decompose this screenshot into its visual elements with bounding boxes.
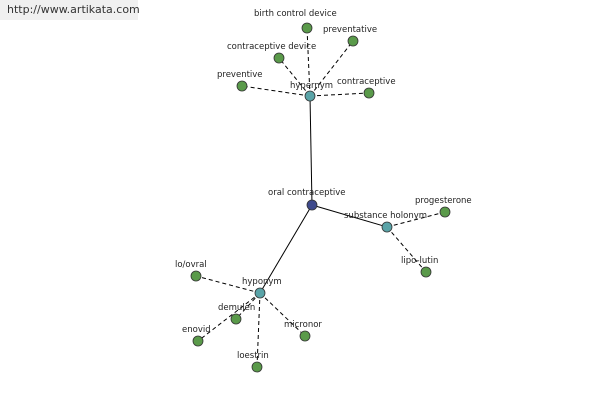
edge-hypernym-bcd (306, 27, 311, 97)
edge-hypernym-contraceptive (309, 92, 370, 97)
node-hypernym[interactable] (304, 90, 316, 102)
node-label-hypernym[interactable]: hypernym (290, 81, 333, 91)
node-loovral[interactable] (190, 270, 202, 282)
node-label-loestrin[interactable]: loestrin (237, 351, 269, 361)
edges-layer (195, 27, 446, 368)
node-preventive[interactable] (236, 80, 248, 92)
edge-hyponym-enovid (197, 292, 261, 342)
edge-hypernym-cdevice (278, 57, 311, 97)
node-label-demulen[interactable]: demulen (218, 303, 255, 313)
watermark-link[interactable]: http://www.artikata.com (0, 0, 140, 20)
node-lipolutin[interactable] (420, 266, 432, 278)
node-label-preventive[interactable]: preventive (217, 70, 263, 80)
edge-hypernym-preventative (309, 40, 354, 97)
node-label-hyponym[interactable]: hyponym (242, 277, 282, 287)
node-cdevice[interactable] (273, 52, 285, 64)
nodes-layer (190, 22, 451, 373)
edge-center-substance (311, 204, 388, 228)
node-label-center[interactable]: oral contraceptive (268, 188, 346, 198)
edge-hyponym-demulen (235, 292, 261, 320)
labels-layer: oral contraceptive hypernym substance holo… (175, 9, 472, 361)
node-center[interactable] (306, 199, 318, 211)
node-micronor[interactable] (299, 330, 311, 342)
node-contraceptive[interactable] (363, 87, 375, 99)
node-demulen[interactable] (230, 313, 242, 325)
node-label-bcd[interactable]: birth control device (254, 9, 337, 19)
node-label-cdevice[interactable]: contraceptive device (227, 42, 316, 52)
node-hyponym[interactable] (254, 287, 266, 299)
edge-hypernym-preventive (241, 85, 311, 97)
node-label-loovral[interactable]: lo/ovral (175, 260, 207, 270)
node-label-contraceptive[interactable]: contraceptive (337, 77, 396, 87)
edge-substance-progesterone (386, 211, 446, 228)
node-label-micronor[interactable]: micronor (284, 320, 322, 330)
node-bcd[interactable] (301, 22, 313, 34)
node-progesterone[interactable] (439, 206, 451, 218)
edge-substance-lipolutin (386, 226, 427, 273)
node-substance[interactable] (381, 221, 393, 233)
node-preventative[interactable] (347, 35, 359, 47)
edge-center-hyponym (259, 204, 313, 294)
edge-hyponym-micronor (259, 292, 306, 337)
node-label-substance[interactable]: substance holonym (344, 211, 427, 221)
edge-hyponym-loestrin (256, 292, 261, 368)
node-label-preventative[interactable]: preventative (323, 25, 377, 35)
node-label-lipolutin[interactable]: lipo-lutin (401, 256, 438, 266)
node-loestrin[interactable] (251, 361, 263, 373)
node-label-progesterone[interactable]: progesterone (415, 196, 472, 206)
node-label-enovid[interactable]: enovid (182, 325, 211, 335)
edge-center-hypernym (309, 95, 313, 206)
node-enovid[interactable] (192, 335, 204, 347)
